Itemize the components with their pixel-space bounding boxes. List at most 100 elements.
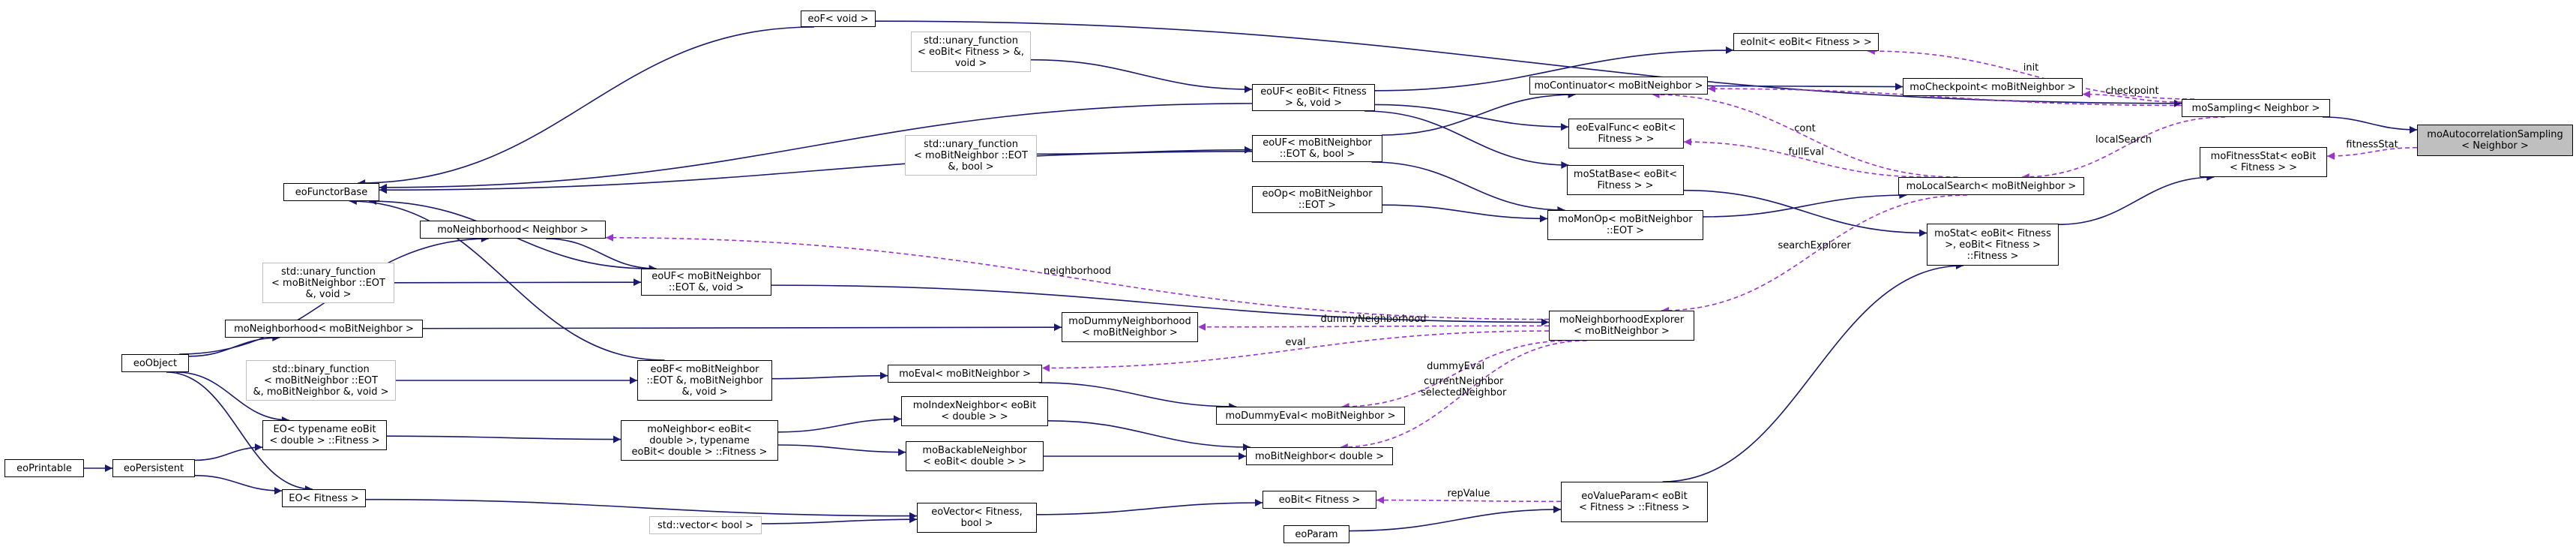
class-node-mofitnessstat[interactable]: moFitnessStat< eoBit < Fitness > > [2200, 147, 2327, 177]
class-node-eoinit[interactable]: eoInit< eoBit< Fitness > > [1733, 33, 1879, 51]
inheritance-edge-eouf-fitness-to-eoevalfunc [1374, 104, 1569, 131]
inheritance-edge-moneighbor-to-moindexneighbor [777, 415, 902, 433]
inheritance-edge-eouf-eot-bool-to-mocontinuator [1382, 91, 1576, 136]
class-node-std-bf[interactable]: std::binary_function < moBitNeighbor ::E… [246, 360, 396, 401]
class-node-eovalueparam[interactable]: eoValueParam< eoBit < Fitness > ::Fitnes… [1561, 482, 1708, 522]
inheritance-edge-eo-fitness-to-eovector [365, 498, 918, 520]
inheritance-edge-eouf-eot-void-to-moneighborhoodexplorer [771, 284, 1550, 326]
class-node-label: eoPersistent [123, 462, 184, 474]
class-node-molocalsearch[interactable]: moLocalSearch< moBitNeighbor > [1898, 177, 2084, 195]
class-node-modummyeval[interactable]: moDummyEval< moBitNeighbor > [1216, 407, 1405, 425]
class-node-label: moEval< moBitNeighbor > [899, 368, 1031, 380]
class-node-std-uf-eot-void[interactable]: std::unary_function < moBitNeighbor ::EO… [262, 263, 394, 303]
edge-label-localsearch: localSearch [2095, 134, 2152, 146]
class-node-moneighbor[interactable]: moNeighbor< eoBit< double >, typename eo… [621, 420, 778, 461]
inheritance-edge-moneighborhood-b-to-modummyneighborhood [422, 323, 1062, 332]
usage-edge-mosampling-to-mocheckpoint [2082, 90, 2182, 103]
class-node-eouf-eot-void[interactable]: eoUF< moBitNeighbor ::EOT &, void > [641, 269, 771, 296]
class-node-label: eoInit< eoBit< Fitness > > [1740, 36, 1872, 48]
inheritance-edge-eouf-fitness-to-mostatbase [1364, 110, 1569, 169]
class-node-moindexneighbor[interactable]: moIndexNeighbor< eoBit < double > > [901, 396, 1048, 426]
edge-label-repvalue: repValue [1447, 488, 1490, 499]
class-node-label: moStat< eoBit< Fitness >, eoBit< Fitness… [1934, 227, 2051, 262]
class-node-eoprintable[interactable]: eoPrintable [4, 459, 84, 477]
class-node-eoop[interactable]: eoOp< moBitNeighbor ::EOT > [1252, 186, 1382, 213]
class-node-label: moLocalSearch< moBitNeighbor > [1906, 180, 2077, 192]
class-node-label: moFitnessStat< eoBit < Fitness > > [2210, 151, 2317, 173]
edge-label-init: init [2023, 62, 2039, 74]
class-node-std-uf-eot-bool[interactable]: std::unary_function < moBitNeighbor ::EO… [905, 135, 1037, 176]
usage-edge-eovalueparam-to-eobit [1376, 496, 1562, 504]
class-node-eobit[interactable]: eoBit< Fitness > [1263, 491, 1376, 509]
class-node-label: std::unary_function < moBitNeighbor ::EO… [914, 138, 1028, 173]
class-node-eoevalfunc[interactable]: eoEvalFunc< eoBit< Fitness > > [1568, 119, 1684, 149]
inheritance-edge-eoparam-to-eovalueparam [1349, 505, 1562, 532]
class-node-label: std::unary_function < moBitNeighbor ::EO… [271, 266, 385, 300]
class-node-moneighborhood-n[interactable]: moNeighborhood< Neighbor > [420, 221, 606, 239]
class-node-label: moNeighbor< eoBit< double >, typename eo… [631, 423, 768, 458]
inheritance-edge-std-uf-eot-bool-to-eouf-eot-bool [1036, 146, 1253, 155]
class-node-eovector[interactable]: eoVector< Fitness, bool > [917, 503, 1037, 533]
edge-label-dummyeval: dummyEval [1427, 361, 1484, 372]
class-node-mostat[interactable]: moStat< eoBit< Fitness >, eoBit< Fitness… [1927, 224, 2059, 266]
class-node-eopersistent[interactable]: eoPersistent [112, 459, 195, 477]
class-node-moeval[interactable]: moEval< moBitNeighbor > [888, 365, 1042, 383]
inheritance-edge-std-uf-eot-void-to-eouf-eot-void [394, 278, 642, 287]
class-node-eouf-fitness[interactable]: eoUF< eoBit< Fitness > &, void > [1252, 84, 1375, 111]
class-node-label: std::unary_function < eoBit< Fitness > &… [917, 35, 1025, 69]
class-node-eouf-eot-bool[interactable]: eoUF< moBitNeighbor ::EOT &, bool > [1252, 135, 1382, 162]
class-node-label: moNeighborhood< moBitNeighbor > [234, 323, 414, 335]
inheritance-edge-eovector-to-eobit [1036, 498, 1263, 515]
class-node-label: EO< typename eoBit < double > ::Fitness … [269, 424, 380, 446]
class-node-label: eoBit< Fitness > [1278, 494, 1361, 506]
inheritance-edge-moeval-to-modummyeval [1038, 382, 1237, 410]
class-node-std-uf-fitness[interactable]: std::unary_function < eoBit< Fitness > &… [911, 32, 1031, 72]
inheritance-edge-moneighbor-to-mobackableneighbor [777, 444, 906, 456]
class-node-mobackableneighbor[interactable]: moBackableNeighbor < eoBit< double > > [906, 441, 1044, 471]
inheritance-edge-moneighborhood-n-to-eouf-eot-void [546, 238, 657, 272]
class-node-moneighborhood-b[interactable]: moNeighborhood< moBitNeighbor > [225, 320, 423, 338]
class-node-eofunctorbase[interactable]: eoFunctorBase [283, 183, 379, 201]
inheritance-edge-eoop-to-momonop [1382, 204, 1548, 223]
class-node-mosampling[interactable]: moSampling< Neighbor > [2182, 99, 2330, 117]
class-node-moautocorr[interactable]: moAutocorrelationSampling < Neighbor > [2417, 125, 2573, 156]
edge-label-cont: cont [1794, 123, 1815, 134]
class-node-label: moBitNeighbor< double > [1255, 450, 1384, 462]
class-node-mocheckpoint[interactable]: moCheckpoint< moBitNeighbor > [1903, 78, 2083, 96]
usage-edge-mosampling-to-mocontinuator [1707, 85, 2182, 107]
class-node-modummyneighborhood[interactable]: moDummyNeighborhood < moBitNeighbor > [1062, 312, 1198, 342]
inheritance-edge-eoobject-to-moneighborhood-b [188, 334, 280, 357]
class-node-label: moCheckpoint< moBitNeighbor > [1910, 81, 2076, 93]
inheritance-edge-eouf-fitness-to-eofunctorbase [379, 103, 1253, 191]
class-node-mobitneighbor[interactable]: moBitNeighbor< double > [1246, 447, 1393, 465]
class-node-label: eoFunctorBase [295, 186, 368, 198]
class-node-label: eoUF< moBitNeighbor ::EOT &, bool > [1263, 137, 1372, 160]
class-node-label: eoF< void > [807, 13, 869, 25]
class-node-label: eoOp< moBitNeighbor ::EOT > [1262, 188, 1373, 211]
class-node-mostatbase[interactable]: moStatBase< eoBit< Fitness > > [1567, 165, 1684, 195]
usage-edge-mosampling-to-eoinit [1867, 47, 2195, 100]
class-node-eoobject[interactable]: eoObject [121, 354, 189, 372]
usage-edge-moneighborhoodexplorer-to-moeval [1041, 330, 1550, 372]
inheritance-edge-std-uf-fitness-to-eouf-fitness [1030, 59, 1253, 94]
class-node-eof-void[interactable]: eoF< void > [801, 11, 876, 27]
class-node-mocontinuator[interactable]: moContinuator< moBitNeighbor > [1529, 77, 1708, 95]
inheritance-edge-eovalueparam-to-mostat [1662, 262, 1963, 482]
class-node-momonop[interactable]: moMonOp< moBitNeighbor ::EOT > [1547, 210, 1703, 240]
inheritance-edge-eoobject-to-eo-fitness [166, 371, 313, 493]
edge-label-eval: eval [1285, 337, 1305, 348]
class-node-moneighborhoodexplorer[interactable]: moNeighborhoodExplorer < moBitNeighbor > [1549, 311, 1694, 341]
class-node-label: moContinuator< moBitNeighbor > [1534, 80, 1703, 92]
edge-label-searchexplorer: searchExplorer [1778, 240, 1851, 251]
class-node-eo-typename[interactable]: EO< typename eoBit < double > ::Fitness … [262, 420, 387, 450]
class-node-eo-fitness[interactable]: EO< Fitness > [282, 489, 366, 507]
class-node-label: moNeighborhood< Neighbor > [437, 224, 589, 236]
class-node-std-vector[interactable]: std::vector< bool > [649, 516, 762, 534]
class-node-label: std::binary_function < moBitNeighbor ::E… [253, 363, 389, 398]
edge-label-fitnessstat: fitnessStat [2346, 139, 2398, 150]
class-node-eobf[interactable]: eoBF< moBitNeighbor ::EOT &, moBitNeighb… [637, 360, 772, 401]
class-node-eoparam[interactable]: eoParam [1284, 525, 1349, 543]
class-node-label: moAutocorrelationSampling < Neighbor > [2427, 129, 2563, 152]
